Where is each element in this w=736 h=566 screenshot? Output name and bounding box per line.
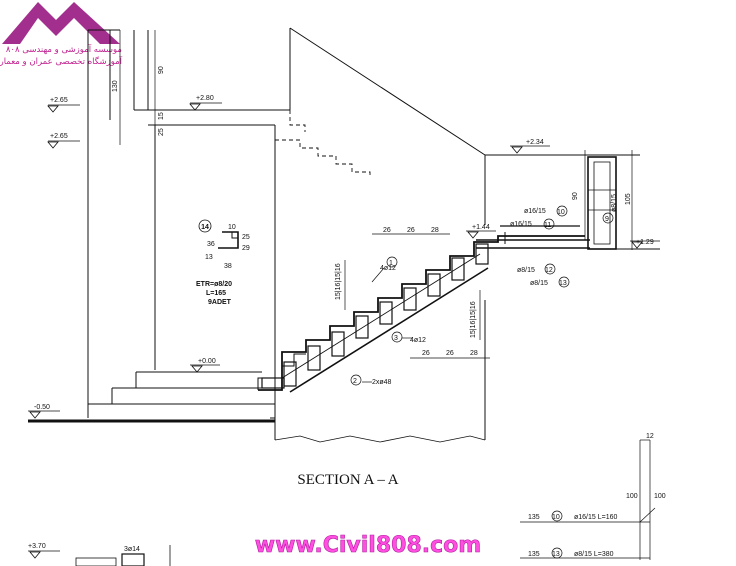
dimension-label: 15|16|15|16 (335, 263, 342, 300)
level-marks: +2.65 +2.65 +2.80 +2.34 +1.44 +1.29 +0.0… (28, 95, 660, 550)
stirrup-length: L=165 (206, 290, 226, 297)
rebar-mark: 1 (389, 260, 393, 267)
level-label: +2.34 (526, 139, 544, 146)
rebar-text: ø16/15 (524, 208, 546, 215)
dimension-label: 28 (431, 227, 439, 234)
dimension-label: 26 (446, 350, 454, 357)
stirrup-dim: 36 (207, 241, 215, 248)
logo-line-1: موسسه آموزشی و مهندسی ۸۰۸ (6, 43, 122, 55)
dimension-label: 90 (158, 66, 165, 74)
dimension-label: 12 (646, 433, 654, 440)
level-label: -0.50 (34, 404, 50, 411)
watermark: www.Civil808.com (255, 533, 481, 558)
level-label: +1.29 (636, 239, 654, 246)
dimension-label: 105 (625, 193, 632, 205)
stirrup-spec: ETR=ø8/20 (196, 281, 232, 288)
stirrup-mark: 14 (201, 224, 209, 231)
rebar-mark: 12 (545, 267, 553, 274)
rebar-mark: 11 (544, 222, 551, 229)
rebar-text: ø8/15 (611, 194, 618, 212)
dimension-label: 135 (528, 551, 540, 558)
rebar-text: ø16/15 (510, 221, 532, 228)
rebar-text: 2xø48 (372, 379, 392, 386)
dimension-label: 15|16|15|16 (470, 301, 477, 338)
rebar-text: ø8/15 (517, 267, 535, 274)
dimension-label: 100 (654, 493, 666, 500)
stirrup-shape-icon (218, 231, 239, 249)
stirrup-dim: 10 (228, 224, 236, 231)
dimension-texts: 130 90 25 15 90 105 26 26 28 26 26 28 15… (112, 66, 666, 558)
rebar-labels: 1 4ø12 2 2xø48 3 4ø12 9 ø8/15 10 ø16/15 … (353, 194, 618, 386)
dimension-label: 26 (422, 350, 430, 357)
rebar-mark: 13 (559, 280, 567, 287)
stirrup-dim: 29 (242, 245, 250, 252)
dimension-label: 26 (383, 227, 391, 234)
rebar-text: ø8/15 (530, 280, 548, 287)
logo: موسسه آموزشی و مهندسی ۸۰۸ آموزشگاه تخصصی… (0, 2, 123, 67)
level-label: +1.44 (472, 224, 490, 231)
dimension-label: 100 (626, 493, 638, 500)
bar-schedule: 10 13 ø16/15 L=160 ø8/15 L=380 (551, 510, 618, 559)
dimension-label: 130 (112, 80, 119, 92)
level-label: +2.65 (50, 133, 68, 140)
logo-mark-icon (2, 2, 120, 44)
rebar-text: 4ø12 (410, 337, 426, 344)
rebar-text: 4ø12 (380, 265, 396, 272)
level-label: +3.70 (28, 543, 46, 550)
section-title: SECTION A – A (297, 472, 398, 488)
stirrup-dim: 25 (242, 234, 250, 241)
rebar-marks (350, 205, 614, 386)
dimension-label: 26 (407, 227, 415, 234)
rebar-mark: 10 (557, 209, 565, 216)
dimension-label: 25 (158, 128, 165, 136)
bar-spec: ø8/15 L=380 (574, 551, 614, 558)
stirrup-count: 9ADET (208, 299, 232, 306)
mark-circle-icon (198, 219, 212, 233)
bottom-detail: 3ø14 (28, 545, 171, 566)
column-rebar-text: 3ø14 (124, 546, 140, 553)
dimension-label: 28 (470, 350, 478, 357)
level-label: +2.65 (50, 97, 68, 104)
dimension-label: 15 (158, 112, 165, 120)
bar-mark: 10 (552, 514, 560, 521)
rebar-mark: 9 (605, 216, 609, 223)
stirrup-dim: 13 (205, 254, 213, 261)
bar-spec: ø16/15 L=160 (574, 514, 618, 521)
stair-flight (257, 156, 660, 393)
stirrup-boxes (261, 243, 489, 389)
rebar-mark: 2 (353, 378, 357, 385)
rebar-mark: 3 (394, 335, 398, 342)
dimension-label: 90 (572, 192, 579, 200)
dimension-label: 135 (528, 514, 540, 521)
level-label: +2.80 (196, 95, 214, 102)
dimension-lines (119, 30, 656, 560)
logo-line-2: آموزشگاه تخصصی عمران و معماری (0, 55, 123, 67)
level-label: +0.00 (198, 358, 216, 365)
stirrup-dim: 38 (224, 263, 232, 270)
stirrup-detail: 14 10 25 36 29 13 38 ETR=ø8/20 L=165 9AD… (196, 219, 250, 306)
bar-mark: 13 (552, 551, 560, 558)
structure-outline (28, 27, 640, 443)
